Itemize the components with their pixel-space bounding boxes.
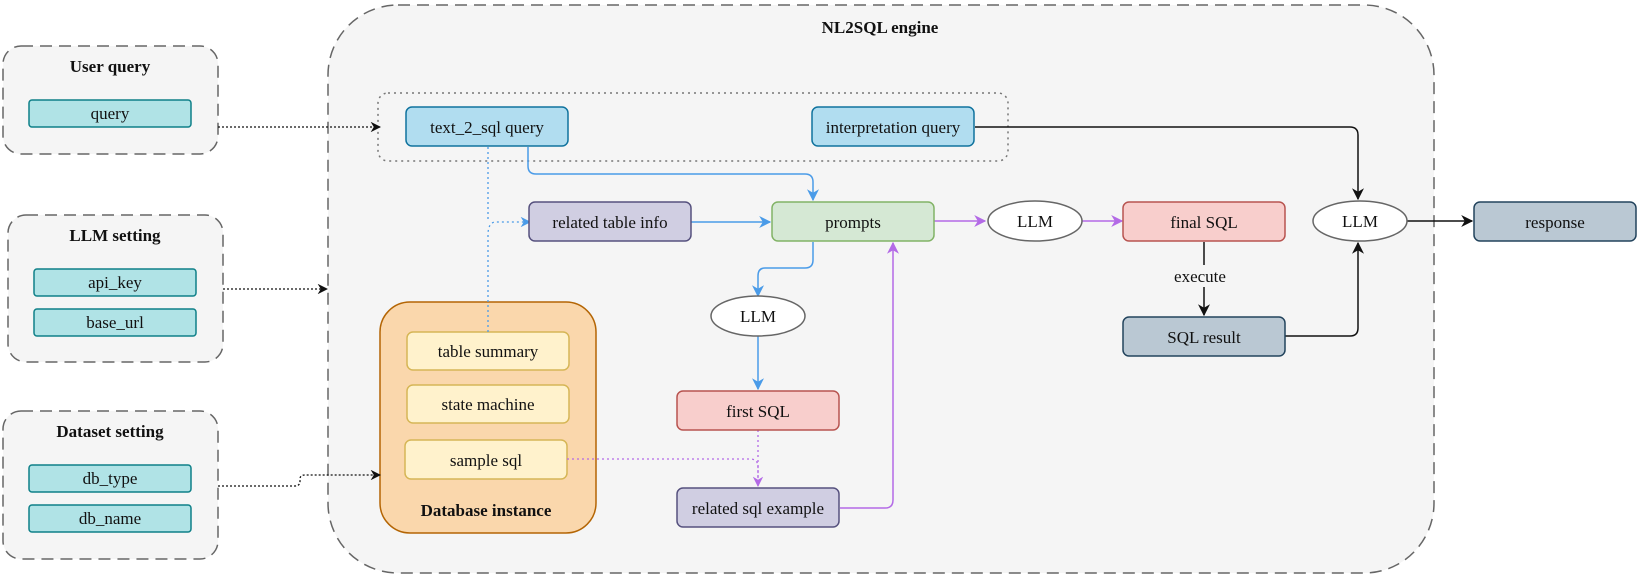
connector-result-to-llm3 (1284, 241, 1364, 337)
api-key-field: api_key (33, 268, 197, 297)
api-key-label: api_key (88, 273, 142, 292)
database-instance: table summary state machine sample sql D… (379, 301, 597, 534)
llm-label-1: LLM (1017, 212, 1053, 231)
engine-container: NL2SQL engine (327, 4, 1435, 574)
response-node: response (1473, 201, 1637, 242)
text2sql-query-label: text_2_sql query (430, 118, 544, 137)
llm-setting-title: LLM setting (69, 226, 161, 245)
llm-node-1: LLM (987, 200, 1083, 242)
dataset-setting-title: Dataset setting (56, 422, 164, 441)
user-query-title: User query (70, 57, 151, 76)
related-sql-example-node: related sql example (676, 487, 840, 528)
state-machine-box: state machine (406, 384, 570, 424)
sql-result-label: SQL result (1167, 328, 1241, 347)
interpretation-query-node: interpretation query (811, 106, 975, 147)
sql-result-node: SQL result (1122, 316, 1286, 357)
connector-interpretation-to-llm3 (975, 126, 1364, 201)
engine-title: NL2SQL engine (822, 18, 939, 37)
first-sql-label: first SQL (726, 402, 790, 421)
user-query-panel: User query query (2, 45, 219, 155)
table-summary-box: table summary (406, 331, 570, 371)
execute-label: execute (1174, 267, 1226, 286)
state-machine-label: state machine (442, 395, 535, 414)
sample-sql-label: sample sql (450, 451, 523, 470)
related-table-info-node: related table info (528, 201, 692, 242)
text2sql-query-node: text_2_sql query (405, 106, 569, 147)
final-sql-node: final SQL (1122, 201, 1286, 242)
dataset-setting-panel: Dataset setting db_type db_name (2, 410, 219, 560)
base-url-label: base_url (86, 313, 144, 332)
execute-label-bg (1166, 265, 1240, 287)
sample-sql-box: sample sql (404, 439, 568, 480)
db-name-field: db_name (28, 504, 192, 533)
llm-node-3: LLM (1312, 200, 1408, 242)
connectors (218, 121, 1474, 509)
final-sql-label: final SQL (1170, 213, 1238, 232)
prompts-label: prompts (825, 213, 881, 232)
table-summary-label: table summary (438, 342, 539, 361)
connector-text2sql-to-prompts (527, 147, 819, 202)
llm-label-2: LLM (740, 307, 776, 326)
llm-node-2: LLM (710, 295, 806, 337)
connector-example-to-prompts (840, 241, 899, 509)
connector-sample-sql-to-example (567, 458, 759, 486)
related-table-info-label: related table info (552, 213, 667, 232)
first-sql-node: first SQL (676, 390, 840, 431)
llm-setting-panel: LLM setting api_key base_url (7, 214, 224, 363)
response-label: response (1525, 213, 1584, 232)
related-sql-example-label: related sql example (692, 499, 824, 518)
query-field: query (28, 99, 192, 128)
base-url-field: base_url (33, 308, 197, 337)
db-type-field: db_type (28, 464, 192, 493)
db-type-label: db_type (83, 469, 138, 488)
database-instance-title: Database instance (421, 501, 552, 520)
db-name-label: db_name (79, 509, 141, 528)
llm-label-3: LLM (1342, 212, 1378, 231)
prompts-node: prompts (771, 201, 935, 242)
interpretation-query-label: interpretation query (826, 118, 961, 137)
query-field-label: query (91, 104, 130, 123)
connector-dataset-setting (218, 469, 382, 487)
connector-prompts-to-llm2 (752, 242, 814, 298)
